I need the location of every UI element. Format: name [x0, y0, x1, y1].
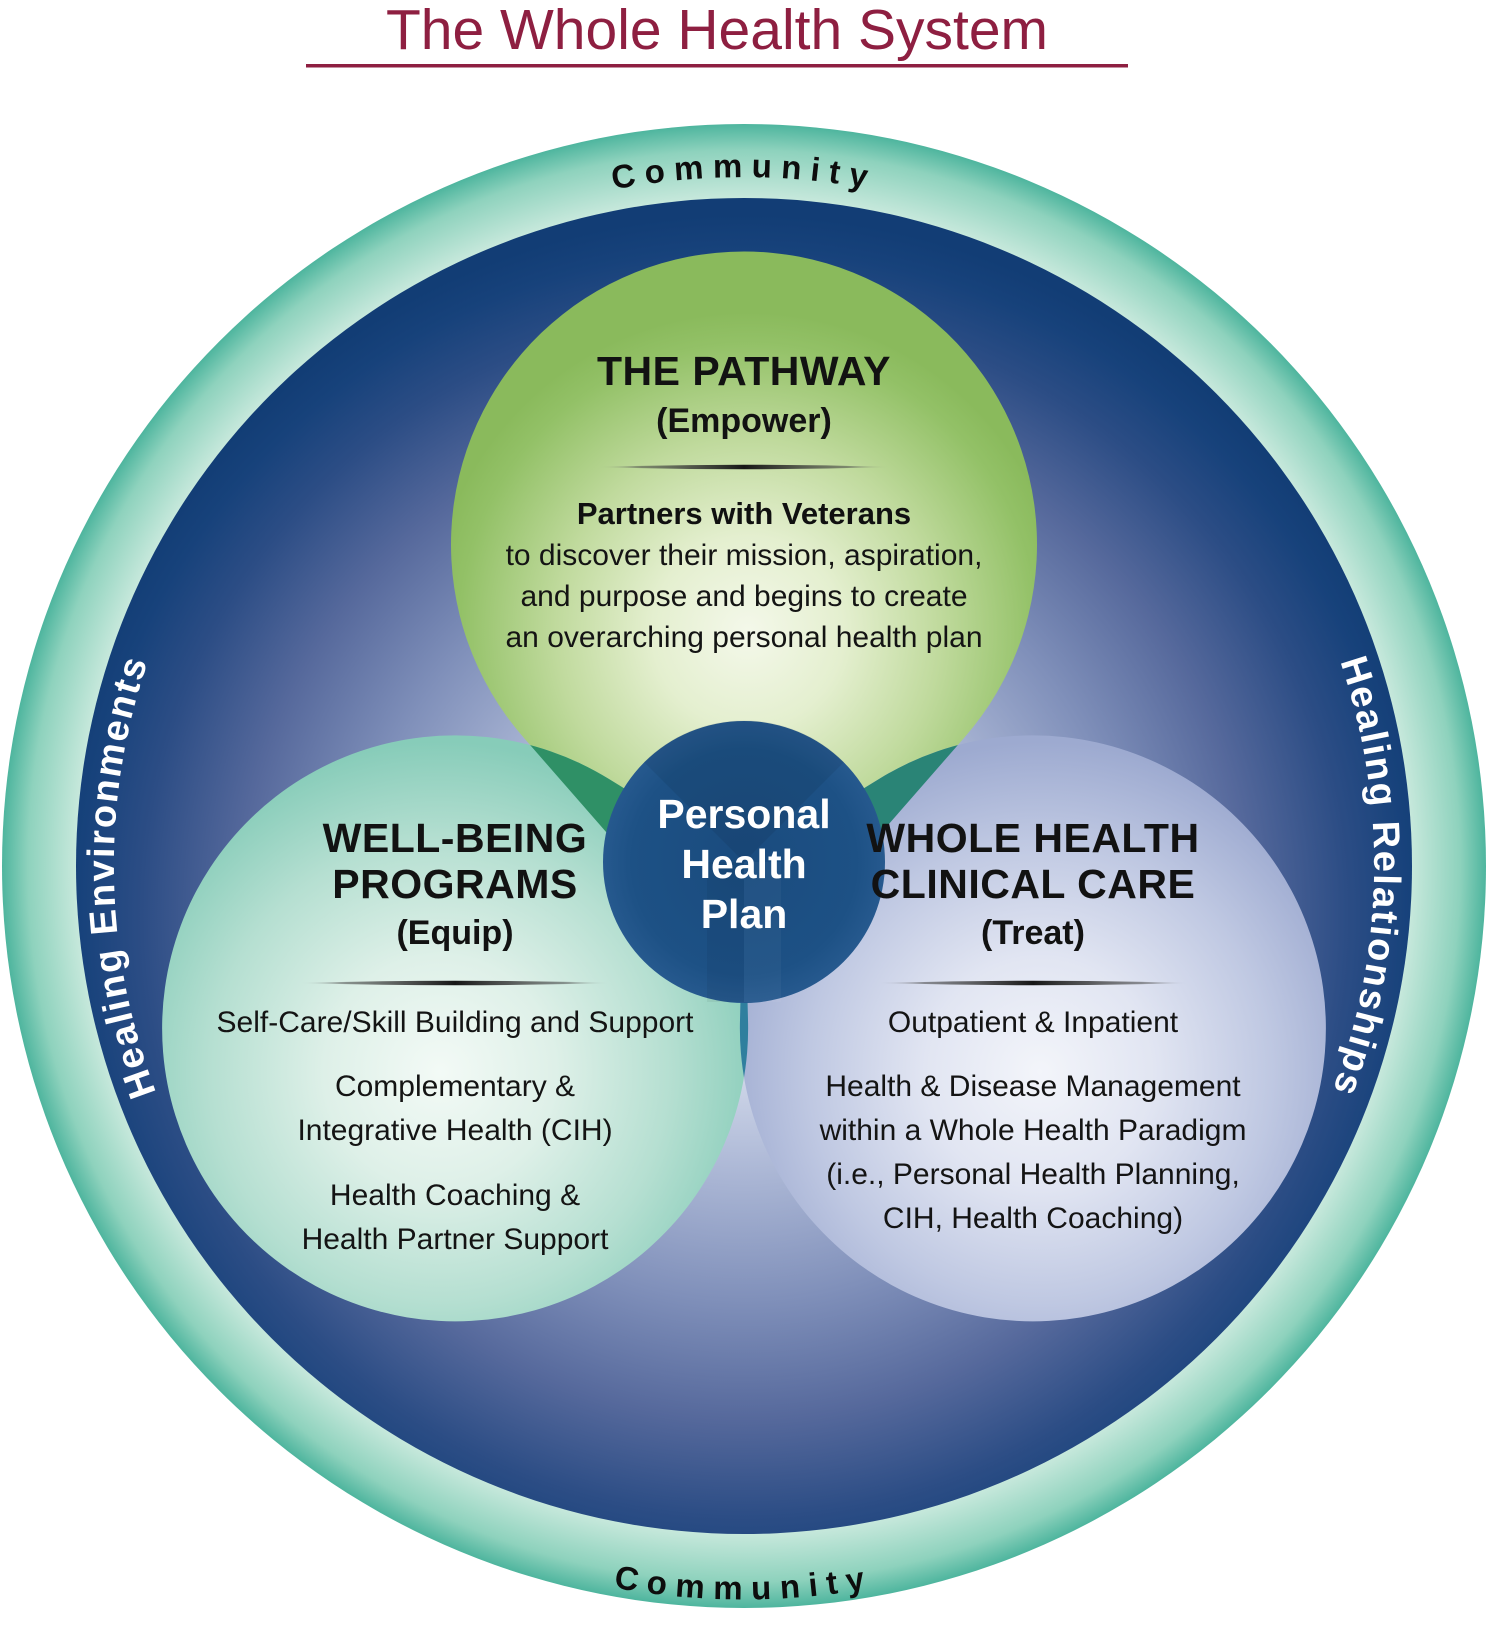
clinical-line-1: Outpatient & Inpatient: [888, 1006, 1179, 1039]
clinical-divider: [878, 980, 1188, 986]
wellbeing-heading-2: PROGRAMS: [332, 861, 577, 907]
clinical-circle: [739, 735, 1326, 1322]
pathway-body-line-3: an overarching personal health plan: [506, 621, 983, 654]
title-underline: [306, 64, 1128, 68]
pathway-divider: [598, 464, 890, 470]
clinical-line-2: Health & Disease Management: [825, 1070, 1241, 1103]
wellbeing-line-5: Health Partner Support: [302, 1223, 610, 1256]
wellbeing-divider: [300, 980, 610, 986]
personal-health-plan-stem-left: [707, 862, 744, 1002]
center-label-line-1: Personal: [657, 791, 830, 837]
clinical-heading-2: CLINICAL CARE: [871, 861, 1196, 907]
clinical-line-4: (i.e., Personal Health Planning,: [826, 1158, 1240, 1191]
clinical-line-3: within a Whole Health Paradigm: [819, 1114, 1247, 1147]
personal-health-plan-inner-wedge: [644, 720, 844, 862]
pathway-body-line-2: and purpose and begins to create: [521, 580, 968, 613]
pathway-heading: THE PATHWAY: [597, 348, 891, 394]
personal-health-plan-stem-right: [744, 862, 781, 1002]
wellbeing-line-2: Complementary &: [335, 1070, 575, 1103]
wellbeing-line-3: Integrative Health (CIH): [297, 1114, 612, 1147]
clinical-subheading: (Treat): [981, 914, 1085, 952]
pathway-lead: Partners with Veterans: [577, 496, 911, 531]
wellbeing-line-4: Health Coaching &: [330, 1179, 580, 1212]
clinical-heading-1: WHOLE HEALTH: [866, 815, 1199, 861]
wellbeing-heading-1: WELL-BEING: [323, 815, 588, 861]
pathway-body-line-1: to discover their mission, aspiration,: [506, 539, 983, 572]
wellbeing-circle: [162, 735, 749, 1322]
center-label-line-2: Health: [681, 841, 806, 887]
wellbeing-line-1: Self-Care/Skill Building and Support: [217, 1006, 695, 1039]
center-label-line-3: Plan: [701, 891, 788, 937]
page-title: The Whole Health System: [386, 0, 1048, 62]
clinical-line-5: CIH, Health Coaching): [883, 1202, 1183, 1235]
personal-health-plan-circle: [603, 721, 885, 1003]
wellbeing-subheading: (Equip): [396, 914, 513, 952]
pathway-subheading: (Empower): [656, 402, 832, 440]
